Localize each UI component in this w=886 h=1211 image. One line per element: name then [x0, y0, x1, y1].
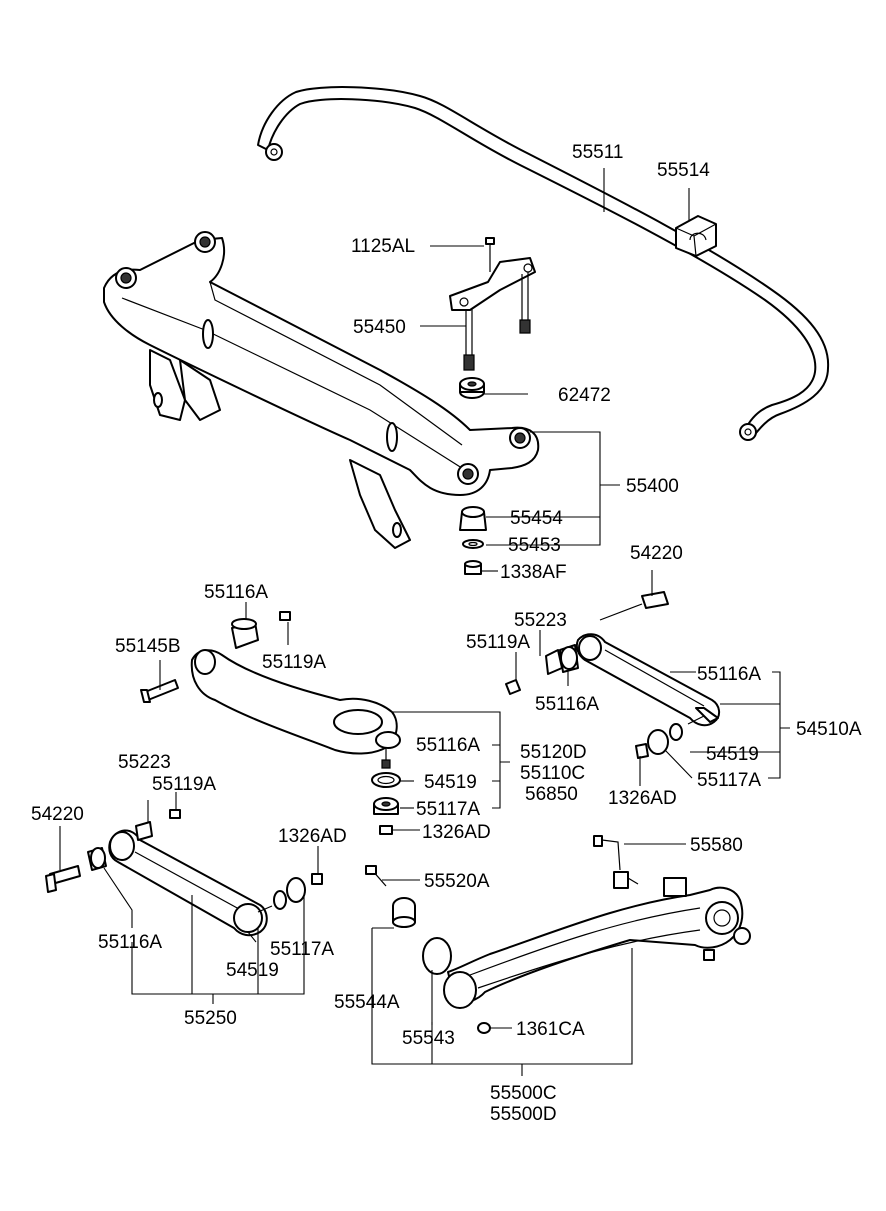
label-55500C: 55500C — [490, 1083, 557, 1104]
label-56850: 56850 — [525, 784, 578, 805]
label-54519-left: 54519 — [226, 960, 279, 981]
left-lower-arm — [45, 809, 323, 937]
label-55117A-center: 55117A — [416, 799, 480, 820]
label-54519-center: 54519 — [424, 772, 477, 793]
label-1361CA: 1361CA — [516, 1019, 585, 1040]
label-55543: 55543 — [402, 1028, 455, 1049]
label-55110C: 55110C — [520, 763, 585, 784]
leader-lines — [59, 168, 790, 1076]
label-55120D: 55120D — [520, 742, 587, 763]
washer-62472 — [459, 377, 485, 399]
label-55511: 55511 — [572, 142, 623, 163]
mount-bush-stack — [459, 506, 487, 575]
label-55116A-center: 55116A — [416, 735, 480, 756]
label-55116A-left: 55116A — [98, 932, 162, 953]
label-1338AF: 1338AF — [500, 562, 567, 583]
label-55250: 55250 — [184, 1008, 237, 1029]
label-55223-left: 55223 — [118, 752, 171, 773]
label-55450: 55450 — [353, 317, 406, 338]
label-55119A-top-left: 55119A — [262, 652, 326, 673]
label-55454: 55454 — [510, 508, 563, 529]
bracket-assembly — [449, 237, 536, 371]
label-55117A-right: 55117A — [697, 770, 761, 791]
label-55500D: 55500D — [490, 1104, 557, 1125]
label-55117A-left: 55117A — [270, 939, 334, 960]
right-lateral-arm — [505, 591, 720, 759]
label-62472: 62472 — [558, 385, 611, 406]
label-55119A-right: 55119A — [466, 632, 530, 653]
stabilizer-bar — [257, 86, 830, 441]
label-1125AL: 1125AL — [351, 236, 415, 257]
crossmember — [103, 231, 540, 549]
label-55400: 55400 — [626, 476, 679, 497]
label-54220-top: 54220 — [630, 543, 683, 564]
label-55116A-right-mid: 55116A — [535, 694, 599, 715]
label-55145B: 55145B — [115, 636, 181, 657]
label-55116A-right-top: 55116A — [697, 664, 761, 685]
label-55119A-left: 55119A — [152, 774, 216, 795]
label-55514: 55514 — [657, 160, 710, 181]
label-54519-right: 54519 — [706, 744, 759, 765]
part-labels: 55511 55514 1125AL 55450 62472 55400 554… — [31, 142, 862, 1125]
label-55453: 55453 — [508, 535, 561, 556]
label-55520A: 55520A — [424, 871, 490, 892]
center-arm — [140, 611, 401, 835]
label-54510A: 54510A — [796, 719, 862, 740]
label-55580: 55580 — [690, 835, 743, 856]
stabilizer-bushing — [675, 215, 717, 257]
label-1326AD-right: 1326AD — [608, 788, 677, 809]
label-55544A: 55544A — [334, 992, 400, 1013]
label-55223-right: 55223 — [514, 610, 567, 631]
label-54220-left: 54220 — [31, 804, 84, 825]
trailing-arm — [365, 835, 751, 1034]
label-1326AD-left: 1326AD — [278, 826, 347, 847]
label-55116A-top-left: 55116A — [204, 582, 268, 603]
label-1326AD-center: 1326AD — [422, 822, 491, 843]
